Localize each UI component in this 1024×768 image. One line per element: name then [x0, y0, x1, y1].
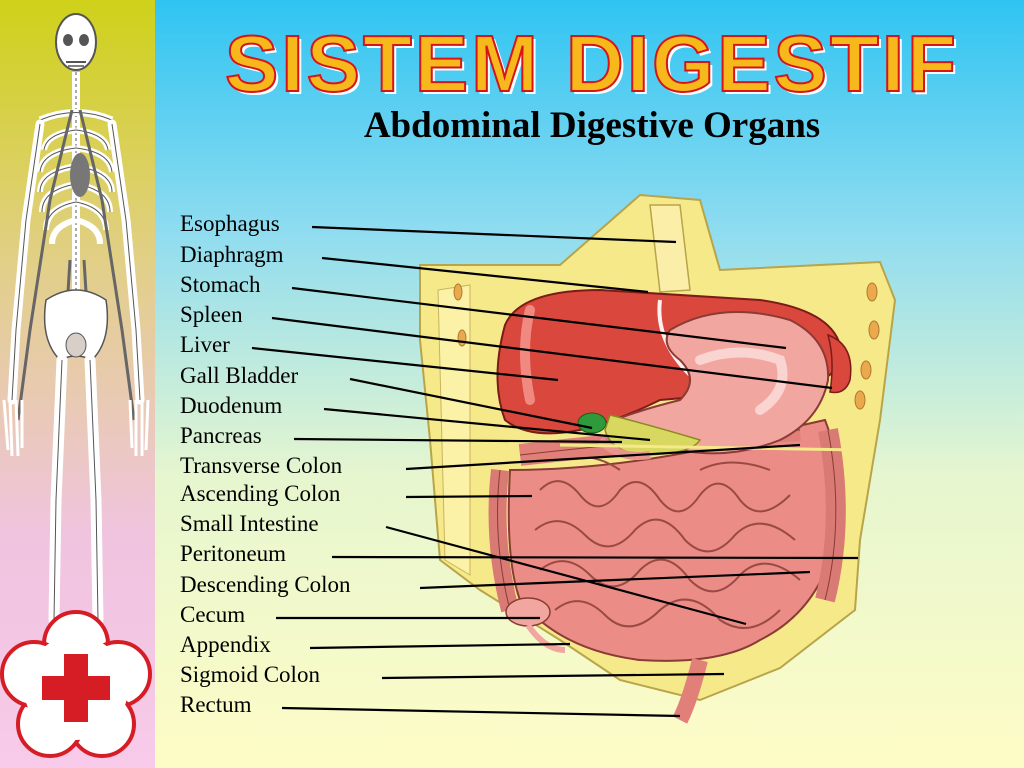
label-rectum: Rectum — [180, 692, 252, 717]
label-sigmoid-colon: Sigmoid Colon — [180, 662, 320, 687]
leader-line-liver — [251, 346, 559, 382]
red-cross-icon — [0, 610, 152, 758]
leader-line-sigmoid-colon — [381, 672, 725, 680]
leader-line-gall-bladder — [349, 377, 593, 430]
label-peritoneum: Peritoneum — [180, 541, 287, 566]
skeleton-icon — [2, 13, 150, 701]
label-duodenum: Duodenum — [180, 393, 283, 418]
label-diaphragm: Diaphragm — [180, 242, 284, 267]
sidebar — [0, 0, 155, 768]
page-title: SISTEM DIGESTIF — [224, 19, 959, 108]
label-descending-colon: Descending Colon — [180, 572, 351, 597]
leader-line-small-intestine — [385, 525, 747, 626]
leader-line-descending-colon — [419, 570, 811, 590]
leader-line-peritoneum — [331, 555, 859, 560]
label-appendix: Appendix — [180, 632, 271, 657]
leader-line-appendix — [309, 642, 571, 650]
label-transverse-colon: Transverse Colon — [180, 453, 343, 478]
leader-line-duodenum — [323, 407, 651, 442]
leader-line-esophagus — [311, 225, 677, 244]
label-liver: Liver — [180, 332, 230, 357]
label-pancreas: Pancreas — [180, 423, 262, 448]
label-stomach: Stomach — [180, 272, 261, 297]
leader-line-spleen — [271, 316, 833, 390]
label-small-intestine: Small Intestine — [180, 511, 319, 536]
leader-line-transverse-colon — [405, 443, 801, 471]
label-spleen: Spleen — [180, 302, 243, 327]
label-ascending-colon: Ascending Colon — [180, 481, 341, 506]
leader-line-pancreas — [293, 437, 623, 444]
label-cecum: Cecum — [180, 602, 246, 627]
label-gall-bladder: Gall Bladder — [180, 363, 299, 388]
leader-line-rectum — [281, 706, 681, 718]
label-esophagus: Esophagus — [180, 211, 280, 236]
leader-line-diaphragm — [321, 256, 649, 294]
leader-line-ascending-colon — [405, 494, 533, 499]
leader-line-stomach — [291, 286, 787, 350]
page-subtitle: Abdominal Digestive Organs — [363, 105, 821, 146]
